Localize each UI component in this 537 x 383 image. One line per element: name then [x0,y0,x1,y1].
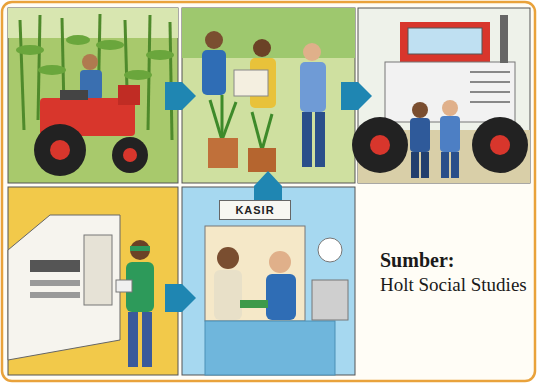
market-panel [182,8,355,183]
source-heading: Sumber: [380,248,532,272]
tractor-panel [352,8,530,183]
source-text: Holt Social Studies [380,274,532,297]
farm-panel [8,8,178,183]
flow-arrows [165,82,372,312]
cashier-sign: KASIR [219,200,291,220]
cashier-panel [182,187,355,375]
factory-panel [8,187,178,375]
sign-text: KASIR [226,204,284,216]
